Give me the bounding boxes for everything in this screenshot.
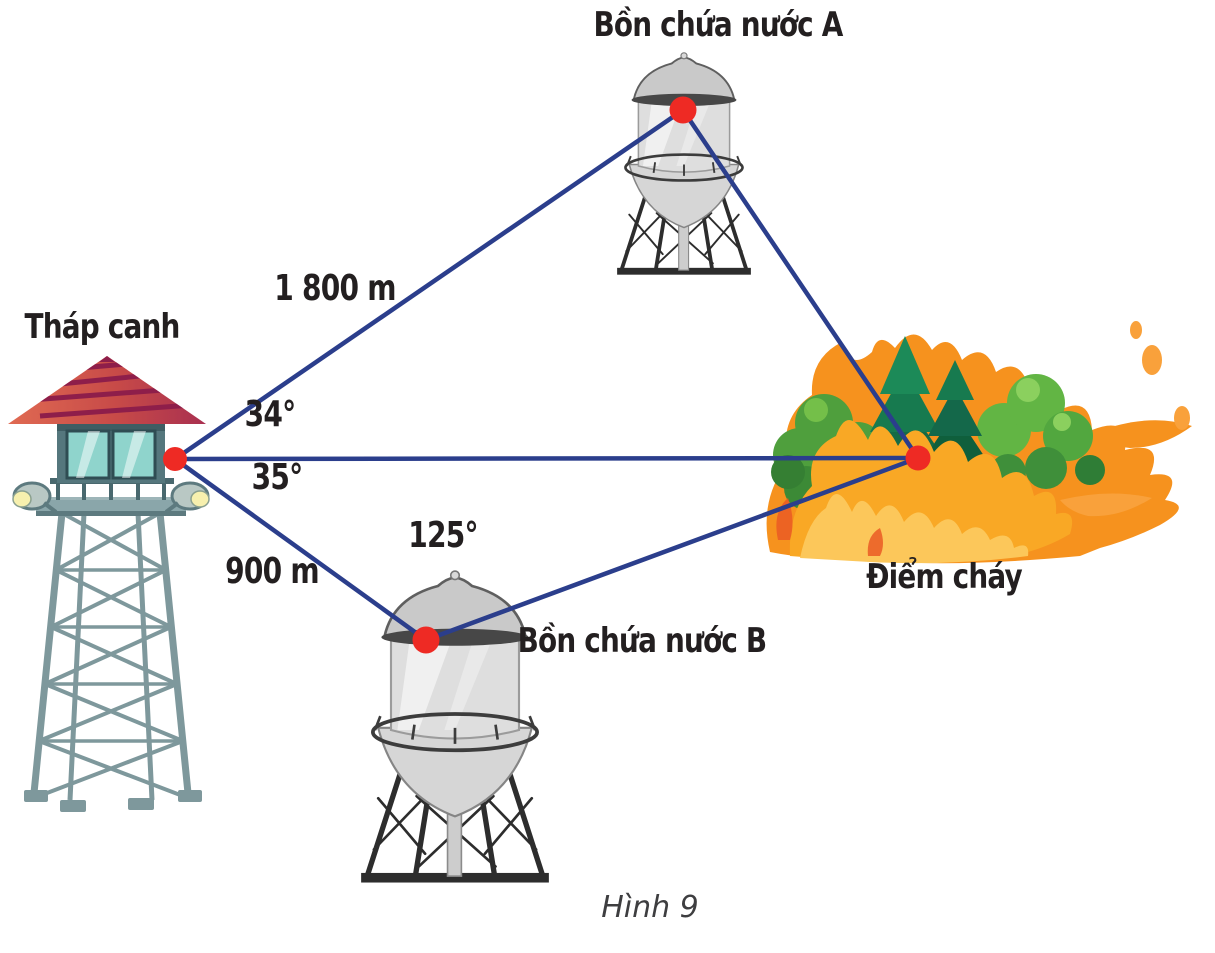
flame-tongue-right: [1096, 420, 1192, 448]
line-tower-to-fire: [172, 455, 921, 462]
line-tower-to-tank-b: [172, 456, 429, 643]
label-tank-b: Bồn chứa nước B: [517, 621, 768, 661]
flame-droplet: [1174, 406, 1190, 430]
line-tank-a-to-fire: [680, 107, 921, 461]
marker-fire-point: [905, 445, 931, 471]
spotlight-right: [164, 481, 210, 514]
point-markers: [163, 96, 931, 654]
water-tank-a-illustration: [615, 52, 753, 277]
sight-lines: [172, 107, 921, 643]
line-tower-to-tank-a: [172, 107, 686, 462]
figure-caption: Hình 9: [601, 890, 699, 925]
bushes-right: [977, 374, 1105, 490]
tower-roof: [8, 356, 206, 424]
flame-droplet: [1142, 345, 1162, 375]
flame-front: [800, 493, 1029, 564]
label-angle-34: 34°: [244, 394, 297, 435]
line-tank-b-to-fire: [423, 455, 921, 643]
marker-watchtower: [163, 447, 187, 471]
marker-tank-a: [669, 96, 697, 124]
label-distance-1800: 1 800 m: [274, 268, 396, 309]
label-fire-point: Điểm cháy: [866, 557, 1023, 597]
cabin-windows: [65, 429, 157, 480]
flame-accent: [776, 498, 883, 556]
label-angle-35: 35°: [251, 457, 304, 498]
watchtower-illustration: [8, 356, 210, 812]
tower-feet: [24, 790, 202, 812]
label-angle-125: 125°: [408, 515, 478, 556]
label-distance-900: 900 m: [225, 551, 320, 592]
flame-droplet: [1130, 321, 1142, 339]
marker-tank-b: [412, 626, 440, 654]
spotlight-left: [12, 481, 58, 514]
flame-tongue-right-2: [1060, 493, 1152, 517]
fire-illustration: [766, 321, 1192, 564]
label-tank-a: Bồn chứa nước A: [593, 5, 843, 45]
label-watchtower: Tháp canh: [24, 307, 180, 347]
water-tank-b-illustration: [361, 571, 549, 882]
